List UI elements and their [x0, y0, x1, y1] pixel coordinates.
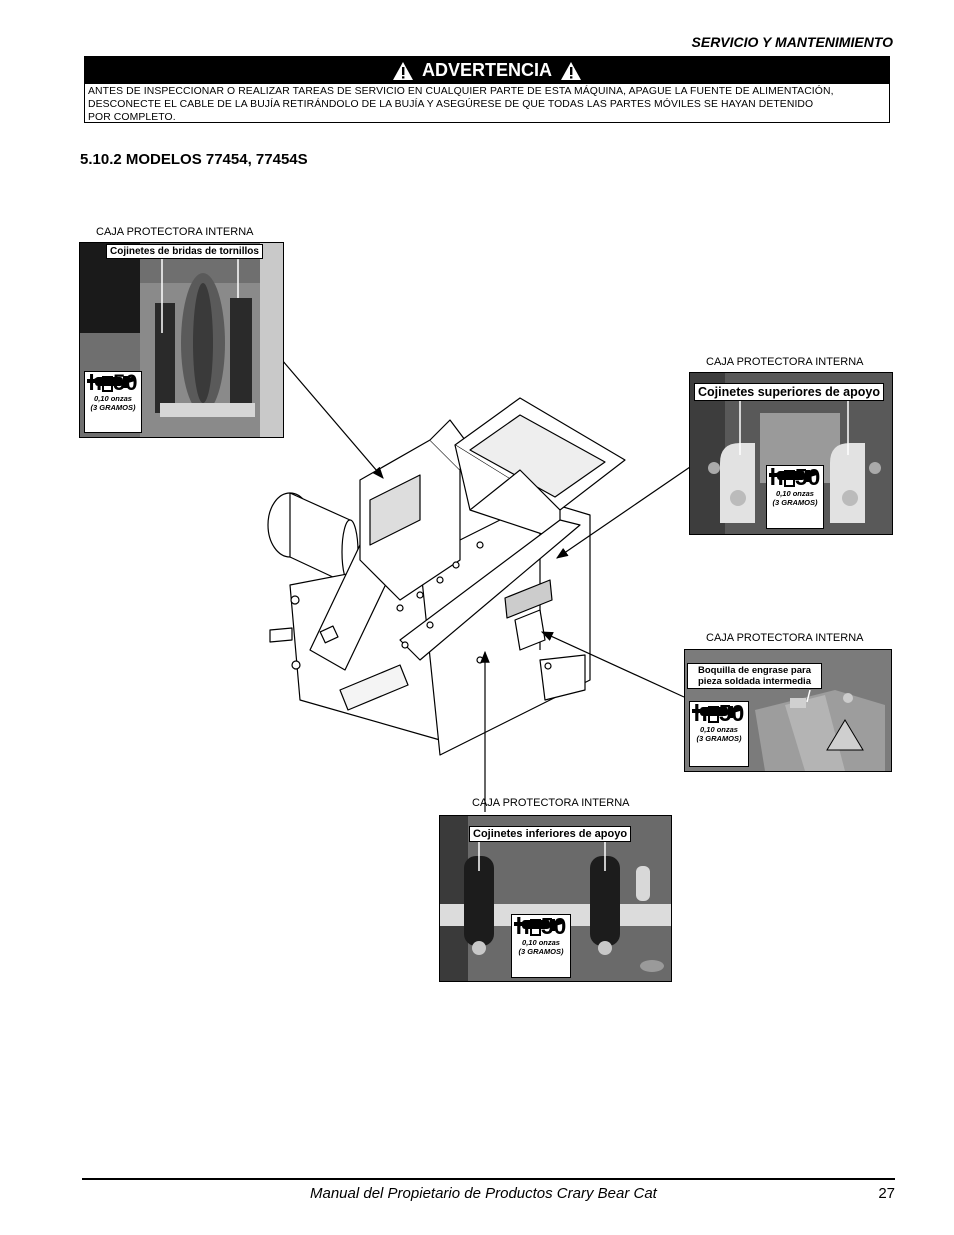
grease-gun-icon — [692, 706, 740, 718]
warning-box: ADVERTENCIA ANTES DE INSPECCIONAR O REAL… — [84, 56, 890, 123]
grease-amount-grams: (3 GRAMOS) — [696, 734, 742, 743]
hourglass-icon — [529, 919, 541, 937]
grease-amount-grams: (3 GRAMOS) — [772, 498, 818, 507]
leader-arrows — [281, 359, 691, 812]
warning-line: POR COMPLETO. — [88, 112, 176, 123]
subsection-title: 5.10.2 MODELOS 77454, 77454S — [80, 151, 308, 168]
warning-triangle-icon — [392, 61, 413, 80]
panel-label: Cojinetes inferiores de apoyo — [469, 826, 632, 842]
panel-label-line: Boquilla de engrase para — [698, 665, 811, 676]
warning-triangle-icon — [561, 61, 581, 80]
footer-manual-title: Manual del Propietario de Productos Crar… — [310, 1185, 657, 1202]
hourglass-icon — [783, 470, 795, 488]
section-header: SERVICIO Y MANTENIMIENTO — [691, 34, 893, 50]
warning-bar: ADVERTENCIA — [85, 57, 889, 84]
warning-title: ADVERTENCIA — [421, 60, 552, 80]
grease-amount: 0,10 onzas — [94, 394, 132, 403]
footer-divider — [82, 1178, 895, 1180]
panel-label: Cojinetes de bridas de tornillos — [106, 244, 263, 259]
detail-photo-grease-fitting: Boquilla de engrase para pieza soldada i… — [684, 649, 892, 772]
panel-caption: CAJA PROTECTORA INTERNA — [706, 356, 864, 368]
hourglass-icon — [101, 376, 113, 393]
grease-gun-icon — [514, 919, 562, 931]
grease-amount: 0,10 onzas — [700, 725, 738, 734]
grease-symbol: h50 0,10 onzas (3 GRAMOS) — [766, 465, 824, 529]
grease-amount: 0,10 onzas — [776, 489, 814, 498]
hourglass-icon — [707, 706, 719, 724]
detail-photo-upper-bearings: Cojinetes superiores de apoyo h50 0,10 o… — [689, 372, 893, 535]
grease-amount-grams: (3 GRAMOS) — [90, 403, 136, 412]
photo-illustration — [440, 816, 671, 981]
machine-body — [267, 397, 626, 756]
detail-photo-lower-bearings: Cojinetes inferiores de apoyo h50 0,10 o… — [439, 815, 672, 982]
panel-caption: CAJA PROTECTORA INTERNA — [472, 797, 630, 809]
page-number: 27 — [878, 1185, 895, 1202]
detail-photo-flange-bearings: Cojinetes de bridas de tornillos h50 0,1… — [79, 242, 284, 438]
grease-symbol: h50 0,10 onzas (3 GRAMOS) — [84, 371, 142, 433]
panel-label: Boquilla de engrase para pieza soldada i… — [687, 663, 822, 689]
warning-text: ANTES DE INSPECCIONAR O REALIZAR TAREAS … — [85, 84, 889, 125]
grease-symbol: h50 0,10 onzas (3 GRAMOS) — [689, 701, 749, 767]
panel-caption: CAJA PROTECTORA INTERNA — [706, 632, 864, 644]
grease-symbol: h50 0,10 onzas (3 GRAMOS) — [511, 914, 571, 978]
warning-line: ANTES DE INSPECCIONAR O REALIZAR TAREAS … — [88, 86, 834, 97]
panel-caption: CAJA PROTECTORA INTERNA — [96, 226, 254, 238]
panel-label: Cojinetes superiores de apoyo — [694, 383, 884, 401]
grease-amount: 0,10 onzas — [522, 938, 560, 947]
warning-line: DESCONECTE EL CABLE DE LA BUJÍA RETIRÁND… — [88, 99, 814, 110]
grease-amount-grams: (3 GRAMOS) — [518, 947, 564, 956]
panel-label-line: pieza soldada intermedia — [698, 676, 811, 687]
